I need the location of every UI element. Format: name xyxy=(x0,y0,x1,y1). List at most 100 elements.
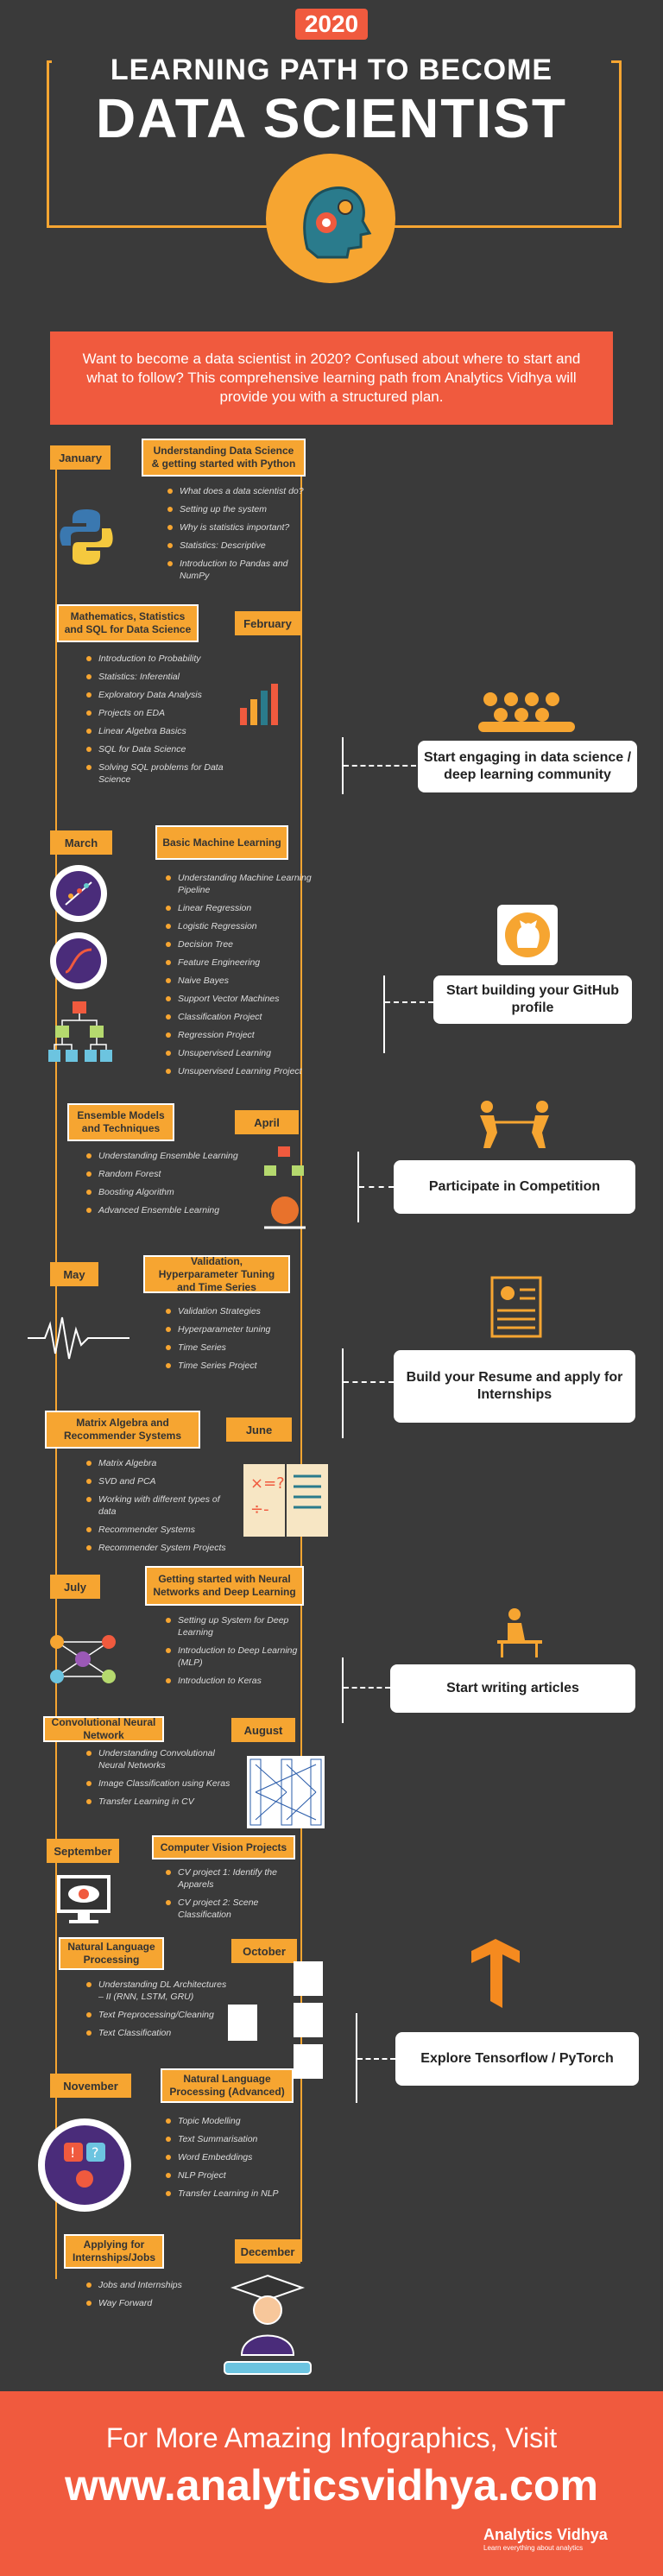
graduate-icon xyxy=(216,2272,319,2381)
list-item: Text Preprocessing/Cleaning xyxy=(86,2009,233,2021)
document-icon xyxy=(294,1961,323,1996)
action-articles: Start writing articles xyxy=(390,1664,635,1713)
bracket xyxy=(357,1152,359,1222)
list-item: SQL for Data Science xyxy=(86,743,233,755)
list-item: Random Forest xyxy=(86,1168,259,1180)
list-item: Regression Project xyxy=(166,1029,313,1041)
list-item: Working with different types of data xyxy=(86,1493,233,1518)
timeline-right-spine xyxy=(300,449,302,2262)
topic-april: Ensemble Models and Techniques xyxy=(67,1103,174,1141)
list-item: Matrix Algebra xyxy=(86,1457,233,1469)
footer-banner xyxy=(0,2391,663,2576)
brand-logo: Analytics Vidhya Learn everything about … xyxy=(483,2526,653,2552)
list-item: Recommender Systems xyxy=(86,1524,233,1536)
community-icon xyxy=(473,689,580,734)
svg-text:?: ? xyxy=(92,2144,99,2161)
bracket xyxy=(342,737,344,794)
list-item: SVD and PCA xyxy=(86,1475,233,1487)
list-item: Hyperparameter tuning xyxy=(166,1323,313,1335)
list-item: Setting up the system xyxy=(167,503,314,515)
month-november: November xyxy=(50,2074,131,2098)
action-tensorflow: Explore Tensorflow / PyTorch xyxy=(395,2032,639,2086)
items-february: Introduction to Probability Statistics: … xyxy=(86,653,233,792)
list-item: Recommender System Projects xyxy=(86,1542,233,1554)
list-item: Image Classification using Keras xyxy=(86,1777,242,1790)
topic-january: Understanding Data Science & getting sta… xyxy=(142,439,306,477)
month-april: April xyxy=(235,1110,299,1134)
list-item: Time Series Project xyxy=(166,1360,313,1372)
month-february: February xyxy=(235,611,300,635)
items-december: Jobs and Internships Way Forward xyxy=(86,2279,233,2315)
list-item: Unsupervised Learning Project xyxy=(166,1065,313,1077)
list-item: Classification Project xyxy=(166,1011,313,1023)
document-icon xyxy=(294,2003,323,2037)
list-item: Support Vector Machines xyxy=(166,993,313,1005)
month-july: July xyxy=(50,1575,100,1599)
list-item: Way Forward xyxy=(86,2297,233,2309)
list-item: Solving SQL problems for Data Science xyxy=(86,761,233,786)
list-item: Text Summarisation xyxy=(166,2133,313,2145)
list-item: Introduction to Pandas and NumPy xyxy=(167,558,314,582)
list-item: Introduction to Probability xyxy=(86,653,233,665)
month-october: October xyxy=(231,1939,297,1963)
brand-tagline: Learn everything about analytics xyxy=(483,2544,584,2552)
svg-text:!: ! xyxy=(70,2144,75,2161)
bracket xyxy=(356,2013,357,2103)
list-item: Linear Regression xyxy=(166,902,313,914)
resume-icon xyxy=(489,1274,544,1340)
title-line2: DATA SCIENTIST xyxy=(96,87,567,149)
bracket xyxy=(342,1657,344,1723)
items-april: Understanding Ensemble Learning Random F… xyxy=(86,1150,259,1222)
connector xyxy=(359,1186,394,1188)
items-october: Understanding DL Architectures – II (RNN… xyxy=(86,1979,233,2045)
topic-march: Basic Machine Learning xyxy=(155,825,288,860)
action-competition: Participate in Competition xyxy=(394,1160,635,1214)
month-march: March xyxy=(50,830,112,855)
tensorflow-logo-icon xyxy=(466,1937,527,2010)
list-item: Topic Modelling xyxy=(166,2115,313,2127)
chat-bubbles-icon: !? xyxy=(38,2118,131,2212)
cnn-diagram-icon xyxy=(247,1756,325,1828)
footer-line1: For More Amazing Infographics, Visit xyxy=(105,2422,558,2453)
monitor-eye-icon xyxy=(55,1873,112,1927)
curve-plot-icon xyxy=(50,932,107,989)
list-item: Introduction to Keras xyxy=(166,1675,313,1687)
month-may: May xyxy=(50,1262,98,1286)
topic-may: Validation, Hyperparameter Tuning and Ti… xyxy=(143,1255,290,1293)
action-community: Start engaging in data science / deep le… xyxy=(418,741,637,792)
list-item: Setting up System for Deep Learning xyxy=(166,1614,313,1638)
list-item: Unsupervised Learning xyxy=(166,1047,313,1059)
month-august: August xyxy=(231,1718,295,1742)
brand-name: Analytics Vidhya xyxy=(483,2526,608,2543)
topic-november: Natural Language Processing (Advanced) xyxy=(161,2068,294,2103)
title-line1: LEARNING PATH TO BECOME xyxy=(52,54,611,87)
svg-text:×=?: ×=? xyxy=(250,1474,285,1493)
list-item: Introduction to Deep Learning (MLP) xyxy=(166,1645,313,1669)
document-icon xyxy=(228,2005,257,2041)
topic-june: Matrix Algebra and Recommender Systems xyxy=(45,1411,200,1449)
list-item: Understanding Machine Learning Pipeline xyxy=(166,872,313,896)
topic-july: Getting started with Neural Networks and… xyxy=(145,1566,304,1606)
list-item: Understanding DL Architectures – II (RNN… xyxy=(86,1979,233,2003)
connector xyxy=(385,1001,433,1003)
topic-february: Mathematics, Statistics and SQL for Data… xyxy=(57,604,199,642)
connector xyxy=(344,765,416,767)
svg-text:÷-: ÷- xyxy=(250,1500,269,1518)
list-item: Advanced Ensemble Learning xyxy=(86,1204,259,1216)
list-item: Jobs and Internships xyxy=(86,2279,233,2291)
list-item: Understanding Convolutional Neural Netwo… xyxy=(86,1747,242,1771)
timeline-spine xyxy=(55,449,57,2279)
list-item: Understanding Ensemble Learning xyxy=(86,1150,259,1162)
connector xyxy=(344,1687,390,1689)
month-september: September xyxy=(47,1839,119,1863)
items-august: Understanding Convolutional Neural Netwo… xyxy=(86,1747,242,1814)
list-item: Statistics: Inferential xyxy=(86,671,233,683)
list-item: Text Classification xyxy=(86,2027,233,2039)
items-may: Validation Strategies Hyperparameter tun… xyxy=(166,1305,313,1378)
footer-url[interactable]: www.analyticsvidhya.com xyxy=(65,2461,598,2510)
list-item: Transfer Learning in CV xyxy=(86,1796,242,1808)
action-github: Start building your GitHub profile xyxy=(433,975,632,1024)
scatter-plot-icon xyxy=(50,865,107,922)
connector xyxy=(344,1381,394,1383)
items-january: What does a data scientist do? Setting u… xyxy=(167,485,314,588)
